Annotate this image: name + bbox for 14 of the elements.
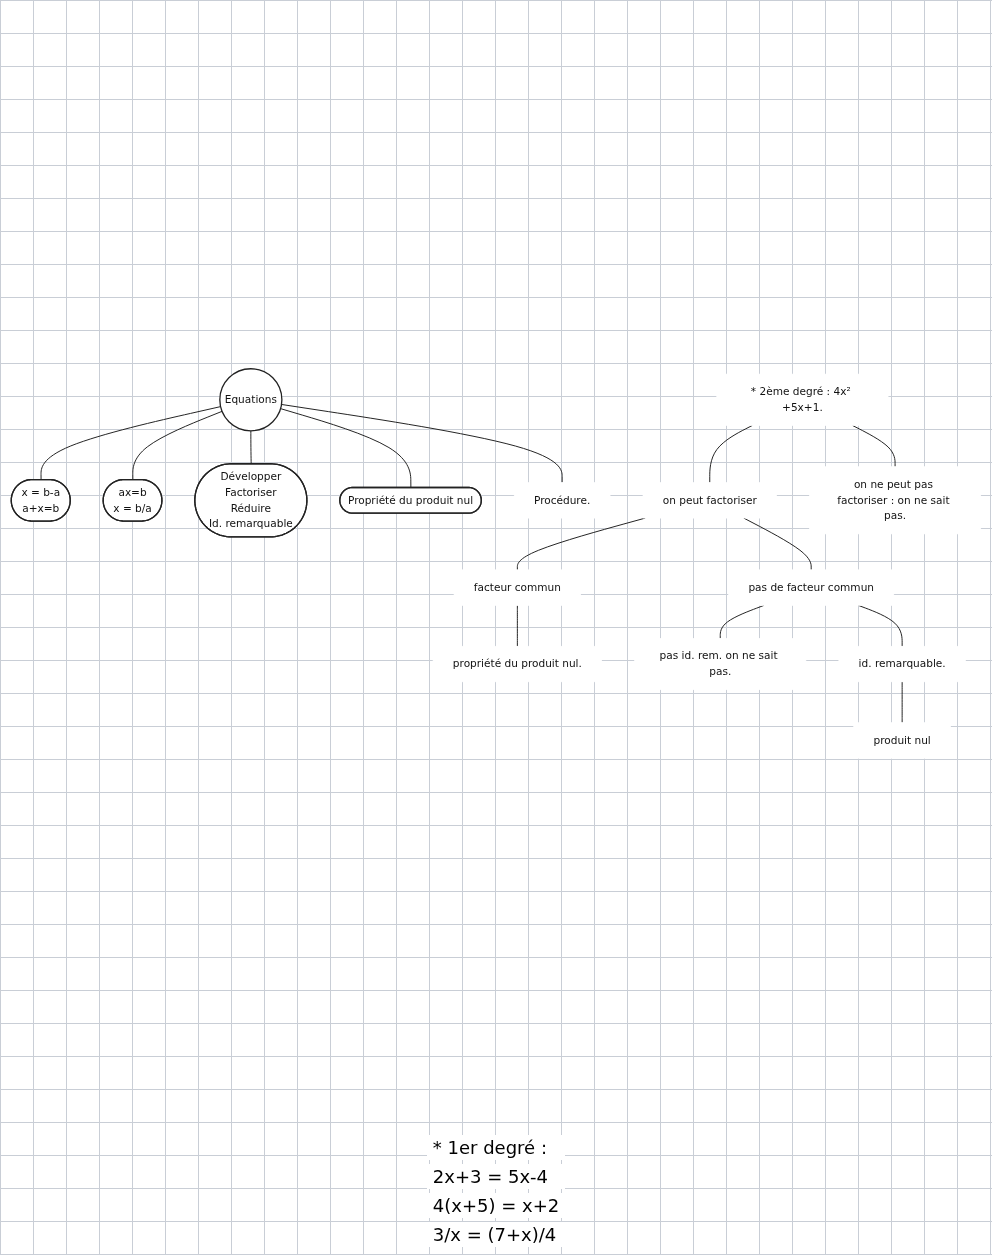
- connector: [709, 425, 753, 484]
- equation-note: 2x+3 = 5x-4: [426, 1164, 566, 1189]
- connector: [516, 604, 518, 647]
- connector: [852, 425, 896, 468]
- connector: [280, 408, 412, 489]
- connector: [281, 403, 563, 484]
- connector: [901, 681, 903, 724]
- connector: [132, 410, 223, 481]
- connector: [40, 406, 222, 481]
- node-circle: Equations: [219, 368, 283, 432]
- connector: [743, 517, 812, 571]
- equation-note: * 1er degré :: [426, 1135, 566, 1160]
- connector: [516, 517, 646, 571]
- connector: [250, 430, 252, 465]
